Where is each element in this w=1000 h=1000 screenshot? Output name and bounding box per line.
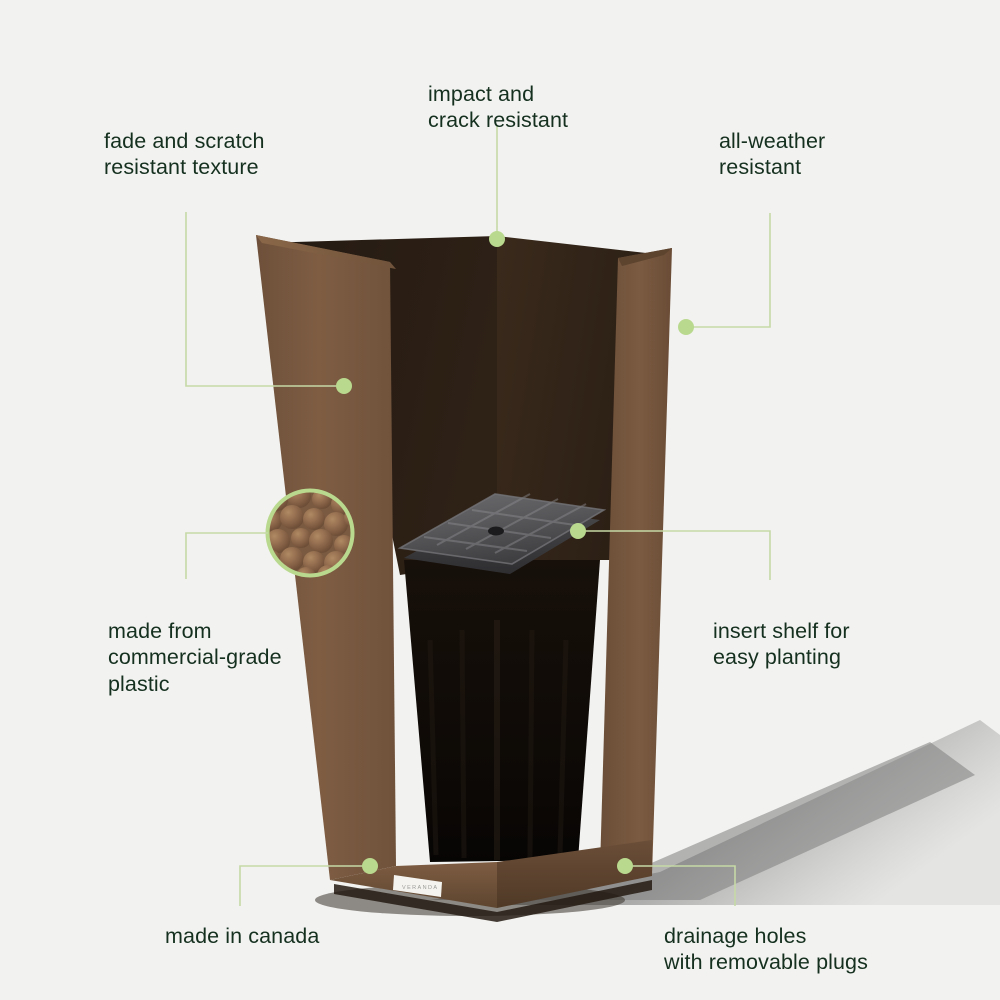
product-cast-shadow xyxy=(430,720,1000,905)
connector-insert-shelf xyxy=(578,530,771,580)
callout-label-impact-and-crack: impact and crack resistant xyxy=(428,82,569,133)
callout-dot-insert-shelf[interactable] xyxy=(570,523,586,539)
callout-dot-impact-and-crack[interactable] xyxy=(489,231,505,247)
connector-made-from-plastic xyxy=(185,532,268,579)
planter-foot-shadow xyxy=(334,880,652,922)
callout-label-made-from-plastic: made from commercial-grade plastic xyxy=(108,619,282,696)
planter-rim-right xyxy=(618,248,672,266)
callout-label-fade-and-scratch: fade and scratch resistant texture xyxy=(104,129,265,180)
connector-made-in-canada xyxy=(239,865,370,906)
callout-label-insert-shelf: insert shelf for easy planting xyxy=(713,619,850,670)
interior-rib-group xyxy=(427,620,569,860)
brand-label-text: VERANDA xyxy=(402,885,438,891)
callout-label-all-weather: all-weather resistant xyxy=(719,129,826,180)
shelf-drain-hole xyxy=(488,526,504,536)
planter-rim-left xyxy=(256,235,396,269)
connector-fade-and-scratch xyxy=(185,212,344,387)
insert-shelf xyxy=(397,493,607,574)
planter-interior-cavity xyxy=(404,560,600,862)
callout-dot-all-weather[interactable] xyxy=(678,319,694,335)
planter-front-right-wall xyxy=(600,248,672,876)
planter-base-right xyxy=(497,840,652,908)
callout-dot-made-in-canada[interactable] xyxy=(362,858,378,874)
callout-label-made-in-canada: made in canada xyxy=(165,924,320,948)
brand-label: VERANDA xyxy=(393,875,442,897)
callout-label-drainage-holes: drainage holes with removable plugs xyxy=(664,924,868,975)
callout-dot-drainage-holes[interactable] xyxy=(617,858,633,874)
connector-drainage-holes xyxy=(625,865,736,906)
callout-dot-fade-and-scratch[interactable] xyxy=(336,378,352,394)
connector-all-weather xyxy=(686,213,771,328)
